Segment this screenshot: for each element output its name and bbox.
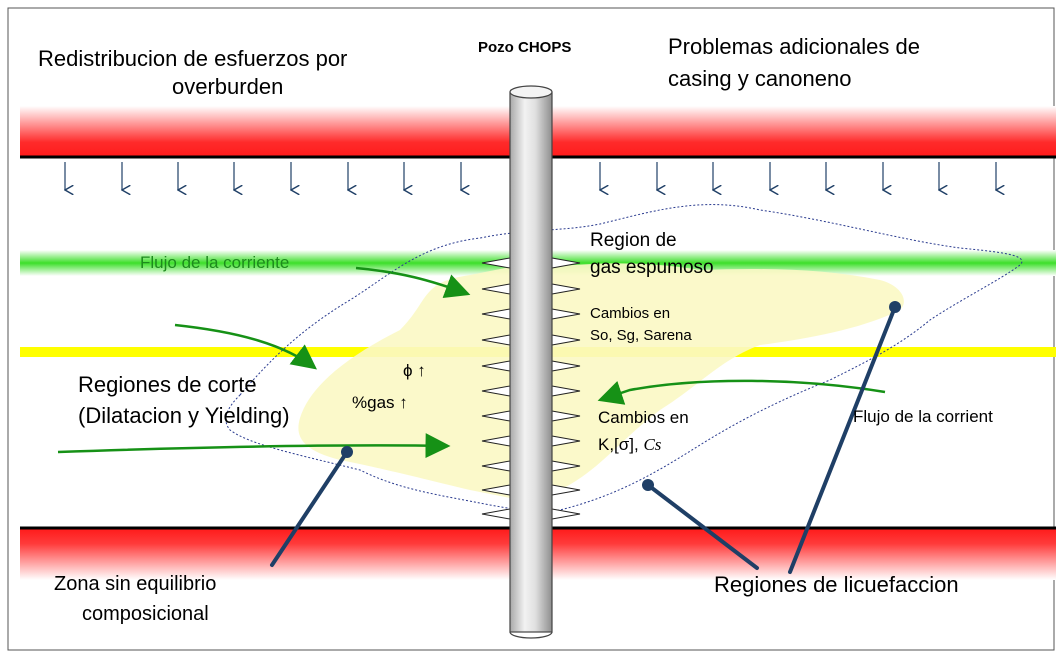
perforation-icon [481,308,511,320]
label-problemas-1: Problemas adicionales de [668,34,920,59]
perforation-icon [551,334,581,346]
label-region-gas-2: gas espumoso [590,257,714,278]
pointer-licuefaccion-a [646,483,759,570]
label-redistribucion-2: overburden [172,74,283,99]
label-region-gas-1: Region de [590,230,677,251]
well-bore [509,85,553,639]
perforation-icon [551,435,581,447]
perforation-icon [551,410,581,422]
label-redistribucion-1: Redistribucion de esfuerzos por [38,46,347,71]
label-cambios2-1: Cambios en [598,408,689,427]
flow-arrow-icon [57,266,886,459]
label-pozo: Pozo CHOPS [478,39,571,56]
perforation-icon [551,460,581,472]
label-corte-2: (Dilatacion y Yielding) [78,403,290,428]
label-cambios1-1: Cambios en [590,305,670,322]
perforation-icon [481,508,511,520]
perforation-icon [481,257,581,520]
perforation-icon [551,283,581,295]
perforation-icon [481,410,511,422]
perforation-icon [551,385,581,397]
pointer-dot-zona [341,446,353,458]
perforation-icon [551,484,581,496]
perforation-icon [551,508,581,520]
label-flujo-left: Flujo de la corriente [140,253,289,272]
label-cambios1-2: So, Sg, Sarena [590,327,692,344]
perforation-icon [551,257,581,269]
perforation-icon [481,385,511,397]
perforation-icon [481,283,511,295]
label-gas-pct: %gas ↑ [352,393,408,412]
label-corte-1: Regiones de corte [78,372,257,397]
label-zona-2: composicional [82,603,209,625]
perforation-icon [551,360,581,372]
label-licuefaccion: Regiones de licuefaccion [714,572,959,597]
flow-arrow-upper-left [355,266,471,298]
pointer-licuefaccion-b [788,305,897,574]
label-zona-1: Zona sin equilibrio [54,573,216,595]
pointer-zona [270,450,349,567]
label-cambios2-2-prefix: K,[σ], [598,435,643,454]
pointer-lines [270,301,901,574]
perforation-icon [481,484,511,496]
label-problemas-2: casing y canoneno [668,66,851,91]
perforation-icon [481,460,511,472]
perforation-icon [481,257,511,269]
flow-arrow-mid-left [174,323,317,370]
perforation-icon [481,360,511,372]
liquefaction-boundary [225,204,1023,513]
pointer-dot-licuefaccion-b [889,301,901,313]
pointer-dot-licuefaccion-a [642,479,654,491]
down-arrow-icon [65,162,996,190]
perforation-icon [481,435,511,447]
flow-arrow-lower-left [57,433,451,459]
label-cambios2-2-italic: Cs [643,435,661,454]
label-cambios2-2: K,[σ], Cs [598,435,662,454]
flow-arrow-right [597,379,886,405]
label-flujo-right: Flujo de la corrient [853,407,993,426]
perforation-icon [551,308,581,320]
label-phi: ϕ ↑ [403,361,426,380]
perforation-icon [481,334,511,346]
